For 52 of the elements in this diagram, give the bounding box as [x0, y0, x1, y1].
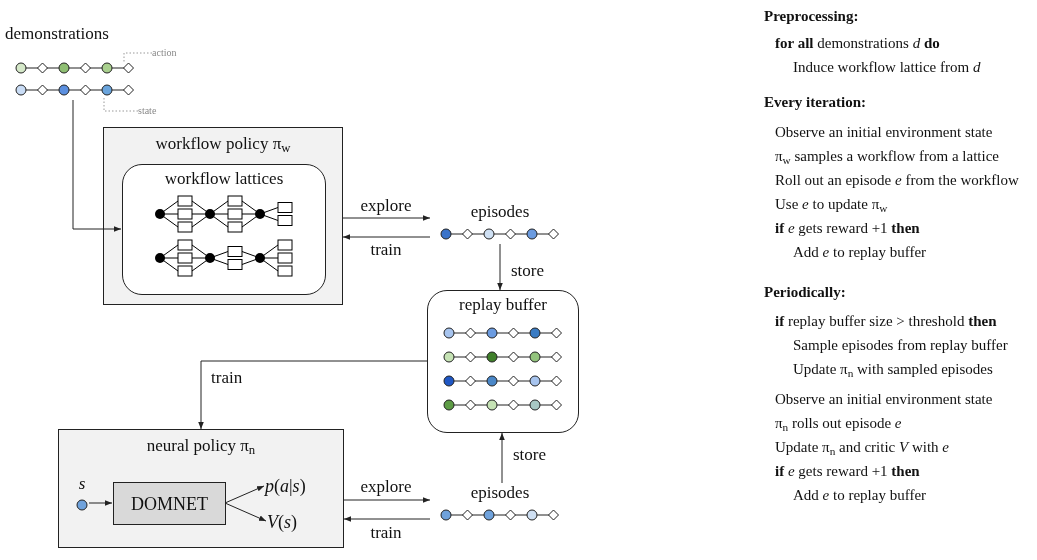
buffer-box — [427, 290, 579, 433]
arrow — [88, 500, 113, 506]
algorithm-line: if replay buffer size > threshold then — [775, 312, 997, 331]
algorithm-line: Add e to replay buffer — [793, 243, 927, 262]
panel-title: neural policy π$_{n}$ — [146, 436, 256, 456]
variable-label: s — [78, 475, 86, 493]
section-heading: Preprocessing: — [764, 7, 859, 26]
algorithm-line: Observe an initial environment state — [775, 123, 993, 142]
arrow — [343, 497, 431, 503]
arrow — [499, 432, 505, 484]
algorithm-line: Induce workflow lattice from d — [793, 58, 981, 77]
algorithm-line: Sample episodes from replay buffer — [793, 336, 1008, 355]
algorithm-line: Roll out an episode e from the workflow — [775, 171, 1019, 190]
arrow — [198, 360, 428, 430]
arrow — [497, 243, 503, 291]
arrow — [342, 215, 431, 221]
algorithm-line: Update π$_{n}$ with sampled episodes — [793, 360, 993, 379]
algorithm-line: Use e to update π$_{w}$ — [775, 195, 888, 214]
algorithm-line: π$_{w}$ samples a workflow from a lattice — [775, 147, 999, 166]
algorithm-line: if e gets reward +1 then — [775, 462, 920, 481]
box-title: replay buffer — [459, 295, 547, 315]
box-title: DOMNET — [131, 493, 208, 514]
policy-panel — [103, 127, 343, 305]
heading: demonstrations — [5, 24, 109, 44]
box-title: workflow lattices — [164, 169, 284, 189]
panel-title: workflow policy π$_{w}$ — [155, 134, 291, 154]
section-heading: Periodically: — [764, 283, 846, 302]
algorithm-line: π$_{n}$ rolls out episode e — [775, 414, 902, 433]
annotation: state — [138, 105, 157, 117]
algorithm-line: Update π$_{n}$ and critic V with e — [775, 438, 949, 457]
connector-line — [103, 95, 139, 112]
section-heading: Every iteration: — [764, 93, 867, 112]
arrow — [342, 234, 431, 240]
arrow — [224, 485, 265, 504]
policy-panel — [58, 429, 344, 548]
edge-label: explore — [359, 196, 413, 216]
heading: episodes — [470, 202, 530, 222]
output-label: V(s) — [267, 512, 297, 532]
network-box — [113, 482, 226, 525]
algorithm-line: Observe an initial environment state — [775, 390, 993, 409]
algorithm-line: Add e to replay buffer — [793, 486, 927, 505]
algorithm-line: if e gets reward +1 then — [775, 219, 920, 238]
edge-label: explore — [359, 477, 413, 497]
heading: episodes — [470, 483, 530, 503]
algorithm-line: for all demonstrations d do — [775, 34, 940, 53]
arrow — [72, 99, 122, 232]
output-label: p(a|s) — [265, 476, 306, 496]
connector-line — [123, 52, 153, 64]
arrow — [224, 502, 267, 522]
arrow — [343, 516, 431, 522]
lattice-box — [122, 164, 326, 295]
annotation: action — [152, 47, 177, 59]
